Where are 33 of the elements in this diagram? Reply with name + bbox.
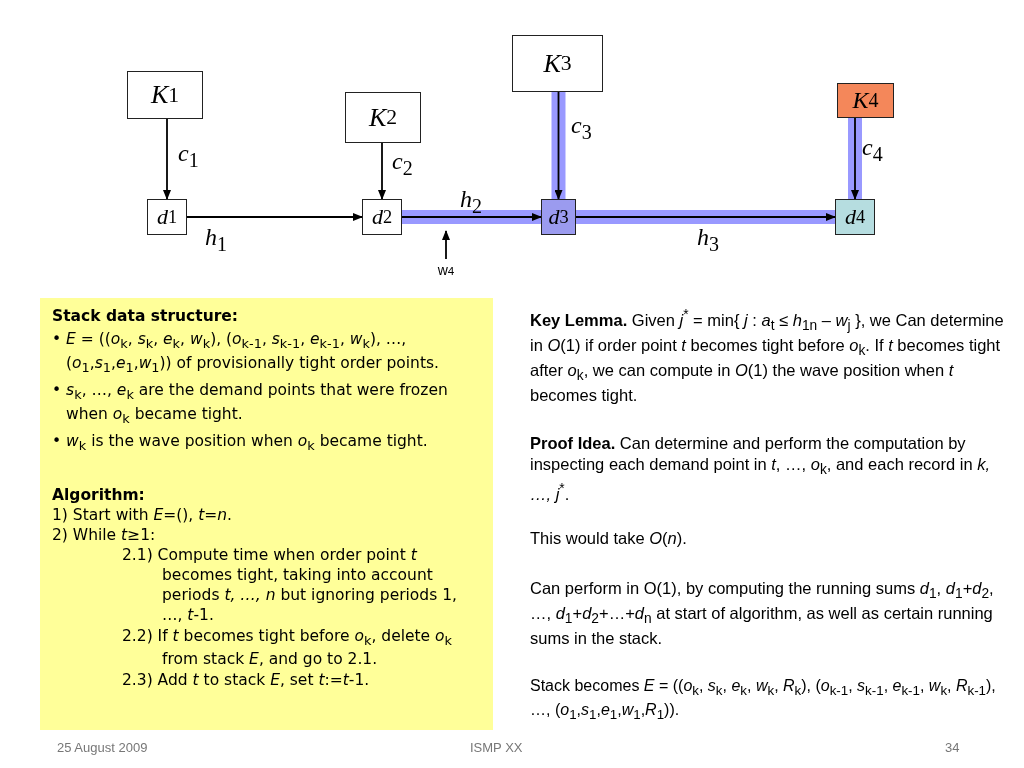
- bullet-item: • s$_{k}$, …, e$_{k}$ are the demand points that were frozen when o$_{k}$ became tight.: [52, 379, 449, 428]
- bullet-item: • w$_{k}$ is the wave position when o$_{k}$ became tight.: [52, 430, 429, 455]
- section-heading: Stack data structure:: [52, 306, 240, 327]
- step-text: 2.2) If t becomes tight before o$_{k}$, delete o$_{k}$ from stack E, and go to 2.1.: [121, 625, 454, 670]
- section-heading: Algorithm:: [52, 484, 146, 505]
- edge-label: h$_{3}$: [697, 224, 719, 256]
- step-text: 2) While t≥1:: [52, 524, 157, 545]
- arrow: [378, 142, 386, 200]
- page-number: 34: [945, 740, 961, 757]
- note-text: This would take O(n).: [530, 528, 688, 549]
- formula-text: Stack becomes E = ((o$_{k}$, s$_{k}$, e$_{k}$, w$_{k}$, R$_{k}$), (o$_{k-1}$, s$_{k-1}$, e$_{k-1}$, w$_{k}$, R$_{k-1}$), …, (o$_{1}$,s$_{1}$,e$_{1}$,w$_{1}$,R$_{1}$)).: [530, 676, 997, 723]
- edge-label: c$_{3}$: [571, 112, 592, 144]
- edge-label: c$_{4}$: [862, 134, 883, 166]
- edge-label: h$_{2}$: [460, 186, 482, 218]
- footer-text: ISMP XX: [470, 740, 524, 757]
- note-panel: [40, 298, 493, 730]
- step-text: 2.1) Compute time when order point t becomes tight, taking into account periods t, …, n but ignoring periods 1, …, t-1.: [121, 545, 458, 626]
- edge-label: h$_{1}$: [205, 224, 227, 256]
- step-text: 2.3) Add t to stack E, set t:=t-1.: [121, 669, 371, 690]
- arrow: [186, 213, 363, 221]
- edge-label: c$_{1}$: [178, 140, 199, 172]
- arrow: [442, 230, 450, 260]
- arrow: [163, 118, 171, 200]
- highlighted-arrow: [575, 210, 836, 224]
- highlighted-arrow: [848, 117, 862, 200]
- step-text: 1) Start with E=(), t=n.: [52, 504, 234, 525]
- paragraph-text: Can perform in O(1), by computing the running sums d$_{1}$, d$_{1}$+d$_{2}$, …, d$_{1}$+d$_{2}$+…+d$_{n}$ at start of algorithm, as well as certain running sums in the stack.: [530, 578, 995, 650]
- edge-label: c$_{2}$: [392, 148, 413, 180]
- footer-date: 25 August 2009: [57, 740, 149, 757]
- highlighted-arrow: [551, 91, 566, 200]
- lemma-paragraph: Key Lemma. Given j$^{*}$ = min{ j : a$_{t}$ ≤ h$_{1n}$ – w$_{j}$ }, we Can determine in O(1) if order point t becomes tight before o$_{k}$. If t becomes tight after o$_{k}$, we can compute in O(1) the wave position when t becomes tight.: [530, 306, 1005, 406]
- bullet-item: • E = ((o$_{k}$, s$_{k}$, e$_{k}$, w$_{k}$), (o$_{k-1}$, s$_{k-1}$, e$_{k-1}$, w$_{k}$), …, (o$_{1}$,s$_{1}$,e$_{1}$,w$_{1}$)) of provisionally tight order points.: [52, 329, 440, 377]
- highlighted-arrow: [401, 210, 542, 224]
